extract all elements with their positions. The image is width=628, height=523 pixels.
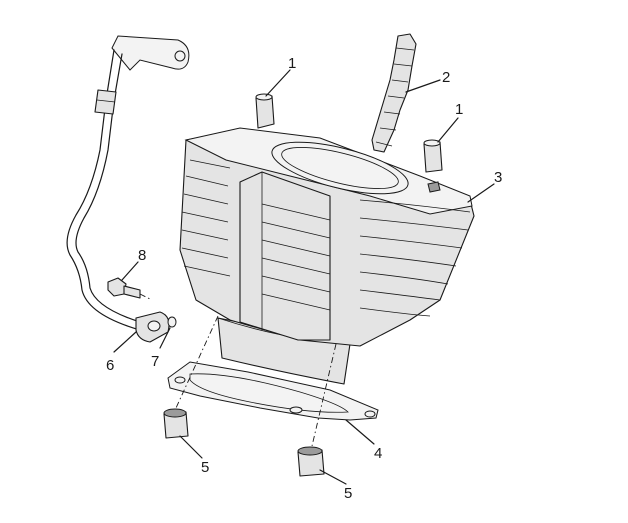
callout-labels: 1 1 2 3 4 5 5 6 7 8 <box>106 55 502 502</box>
callout-cylinder: 3 <box>494 169 502 186</box>
dowel-bottom-left <box>163 408 189 439</box>
cylinder <box>179 127 475 385</box>
dowel-top-left <box>255 93 275 129</box>
callout-base-gasket: 4 <box>374 445 382 462</box>
callout-dowel-top-left: 1 <box>288 55 296 72</box>
callout-oil-pipe: 6 <box>106 357 114 374</box>
callout-dowel-bottom-right: 5 <box>344 485 352 502</box>
oil-pipe <box>66 35 190 343</box>
leader-lines <box>113 69 495 485</box>
callout-bolt: 8 <box>138 247 146 264</box>
callout-dowel-top-right: 1 <box>455 101 463 118</box>
callout-dowel-bottom-left: 5 <box>201 459 209 476</box>
bolt <box>107 277 153 301</box>
o-ring <box>167 316 177 328</box>
dowel-top-right <box>423 139 443 173</box>
base-gasket <box>167 361 379 421</box>
dowel-bottom-right <box>297 446 325 477</box>
callout-o-ring: 7 <box>151 353 159 370</box>
gasket-strip <box>371 33 417 153</box>
alignment-lines <box>175 315 337 447</box>
callout-gasket-strip: 2 <box>442 69 450 86</box>
